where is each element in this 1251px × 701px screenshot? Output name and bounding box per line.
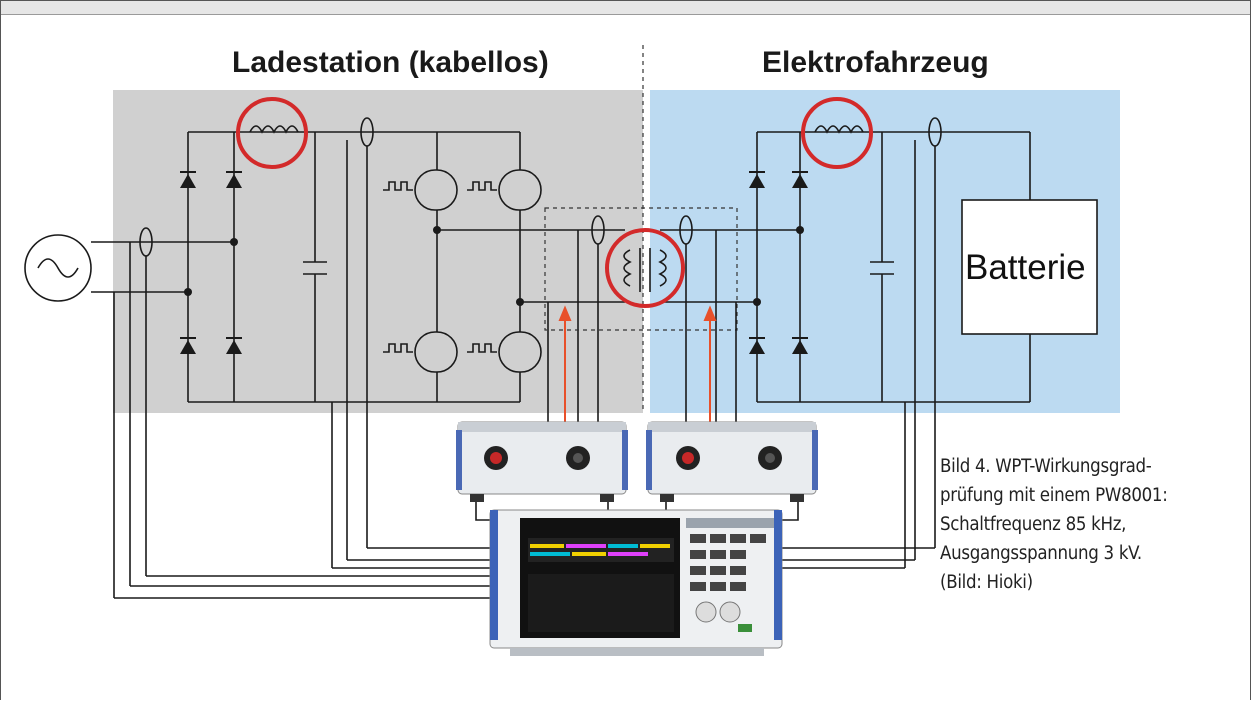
vehicle-title: Elektrofahrzeug	[762, 46, 989, 79]
highlight-circles	[236, 97, 873, 308]
caption-line: prüfung mit einem PW8001:	[940, 485, 1168, 506]
caption-line: (Bild: Hioki)	[940, 572, 1033, 593]
power-analyzer	[489, 509, 783, 656]
caption-line: Bild 4. WPT-Wirkungsgrad-	[940, 456, 1152, 477]
caption-line: Ausgangsspannung 3 kV.	[940, 543, 1142, 564]
vehicle-diodes	[749, 171, 808, 354]
station-diodes	[180, 171, 524, 354]
probe-arrows	[558, 305, 717, 424]
figure-caption: Bild 4. WPT-Wirkungsgrad- prüfung mit ei…	[940, 452, 1240, 597]
battery-label: Batterie	[965, 248, 1086, 287]
sensor-unit-left	[456, 421, 628, 502]
charging-station-zone	[113, 90, 643, 413]
battery-box	[961, 199, 1098, 335]
coupling-box	[544, 207, 738, 331]
sensor-unit-right	[646, 421, 818, 502]
top-edge	[0, 0, 1251, 15]
analyzer-wires	[114, 502, 935, 599]
vehicle-wiring	[623, 117, 1031, 568]
station-wiring	[24, 117, 625, 598]
caption-line: Schaltfrequenz 85 kHz,	[940, 514, 1127, 535]
station-title: Ladestation (kabellos)	[232, 46, 549, 79]
